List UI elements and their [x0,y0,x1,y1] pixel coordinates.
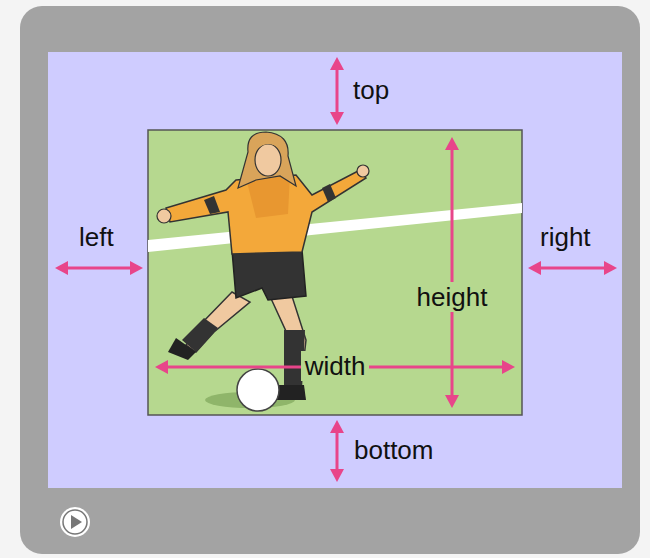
label-holder: top [353,75,389,105]
label-holder: bottom [354,435,434,465]
label-holder: width [301,351,370,381]
dimension-label: right [540,222,591,252]
label-holder: height [413,282,492,312]
soccer-player [148,132,522,411]
label-holder: right [540,222,591,252]
video-area [48,52,622,488]
dimension-label: top [353,75,389,105]
dimension-label: left [79,222,114,252]
dimension-arrows [55,57,617,482]
picture [148,130,522,415]
play-button [60,507,90,537]
player-frame [20,6,640,554]
label-holder: left [79,222,114,252]
dimension-label: bottom [354,435,434,465]
dimension-label: height [413,282,492,312]
dimension-label: width [301,351,370,381]
